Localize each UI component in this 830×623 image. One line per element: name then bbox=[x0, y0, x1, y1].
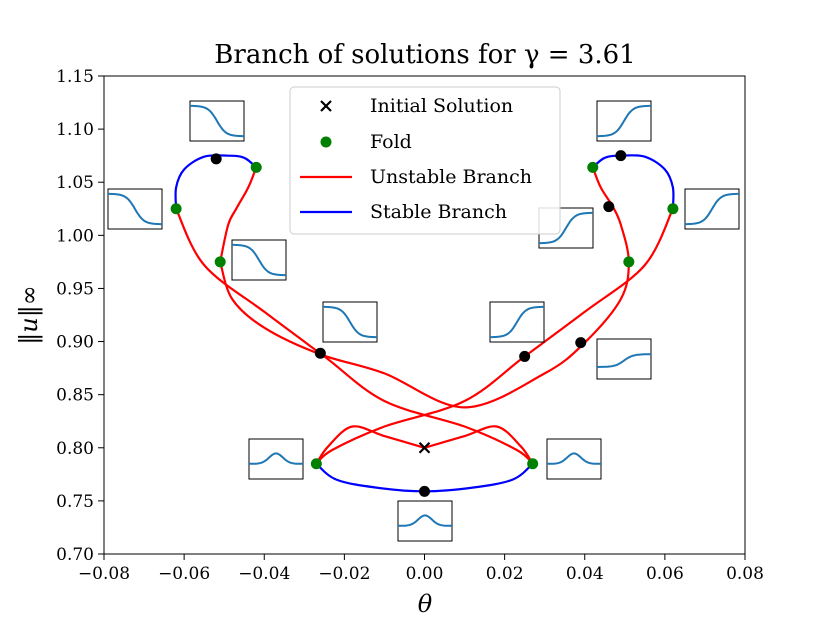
x-tick-label: 0.06 bbox=[646, 564, 684, 584]
x-tick-label: 0.02 bbox=[486, 564, 524, 584]
unstable-branch-curve bbox=[423, 425, 534, 465]
y-tick-label: 0.70 bbox=[56, 545, 94, 565]
solution-inset bbox=[596, 100, 652, 142]
branch-curves bbox=[174, 154, 675, 493]
x-tick-label: −0.04 bbox=[238, 564, 290, 584]
inset-profile-line bbox=[323, 305, 377, 339]
solution-inset bbox=[231, 239, 287, 281]
unstable-branch-curve bbox=[175, 207, 534, 465]
y-axis-label: ‖u‖∞ bbox=[15, 285, 44, 344]
chart-title: Branch of solutions for γ = 3.61 bbox=[214, 40, 635, 70]
inset-profile-line bbox=[398, 514, 452, 527]
x-tick-label: −0.02 bbox=[318, 564, 370, 584]
x-tick-label: 0.08 bbox=[726, 564, 764, 584]
inset-profile-line bbox=[249, 452, 303, 465]
y-tick-label: 1.05 bbox=[56, 173, 94, 193]
x-tick-label: −0.06 bbox=[158, 564, 210, 584]
solution-insets bbox=[107, 100, 740, 542]
inset-profile-line bbox=[232, 243, 286, 277]
stable-branch-curve bbox=[591, 154, 675, 210]
y-tick-label: 1.00 bbox=[56, 226, 94, 246]
fold-point bbox=[587, 161, 599, 173]
solution-inset bbox=[489, 301, 545, 343]
initial-solution-stroke bbox=[418, 441, 431, 454]
solution-point bbox=[419, 485, 430, 497]
fold-point bbox=[170, 203, 182, 215]
inset-profile-line bbox=[490, 305, 544, 339]
legend-initial-solution-symbol bbox=[320, 100, 332, 112]
axes: −0.08 −0.06 −0.04 −0.02 0.00 0.02 0.04 0.06 0.08… bbox=[56, 67, 764, 584]
fold-point bbox=[310, 458, 322, 470]
solution-inset bbox=[546, 438, 602, 480]
inset-profile-line bbox=[190, 104, 244, 138]
solution-point bbox=[575, 337, 587, 349]
solution-inset bbox=[684, 188, 740, 230]
solution-point bbox=[314, 347, 326, 359]
y-tick-label: 1.15 bbox=[56, 67, 94, 87]
solution-inset bbox=[596, 338, 652, 380]
solution-inset bbox=[189, 100, 245, 142]
fold-point bbox=[623, 256, 635, 268]
solution-point bbox=[210, 153, 222, 165]
inset-profile-line bbox=[597, 353, 651, 368]
inset-frame bbox=[596, 338, 652, 380]
solution-point bbox=[603, 201, 615, 213]
fold-point bbox=[214, 256, 226, 268]
inset-frame bbox=[546, 438, 602, 480]
y-tick-label: 0.85 bbox=[56, 386, 94, 406]
solution-inset bbox=[248, 438, 304, 480]
solution-inset bbox=[397, 500, 453, 542]
inset-profile-line bbox=[108, 192, 162, 226]
solution-inset bbox=[107, 188, 163, 230]
x-axis-label: θ bbox=[418, 590, 433, 618]
stable-branch-curve bbox=[174, 154, 258, 210]
initial-solution-marker bbox=[418, 441, 431, 454]
solution-inset bbox=[322, 301, 378, 343]
legend-label: Fold bbox=[370, 131, 412, 153]
inset-profile-line bbox=[685, 192, 739, 226]
legend-fold-symbol bbox=[320, 136, 332, 148]
solution-point bbox=[519, 350, 531, 362]
inset-frame bbox=[397, 500, 453, 542]
y-tick-label: 0.90 bbox=[56, 333, 94, 353]
y-tick-label: 0.75 bbox=[56, 492, 94, 512]
unstable-branch-curve bbox=[315, 207, 674, 465]
inset-profile-line bbox=[597, 104, 651, 138]
x-tick-label: 0.04 bbox=[566, 564, 604, 584]
legend-label: Initial Solution bbox=[370, 95, 513, 117]
fold-point bbox=[527, 458, 539, 470]
unstable-branch-curve bbox=[219, 166, 258, 263]
solution-point bbox=[615, 150, 627, 162]
x-tick-label: 0.00 bbox=[406, 564, 444, 584]
inset-profile-line bbox=[539, 211, 593, 245]
inset-frame bbox=[248, 438, 304, 480]
legend-box bbox=[289, 86, 561, 235]
fold-point bbox=[250, 161, 262, 173]
y-tick-label: 0.95 bbox=[56, 279, 94, 299]
y-tick-label: 0.80 bbox=[56, 439, 94, 459]
fold-point bbox=[667, 203, 679, 215]
x-tick-label: −0.08 bbox=[78, 564, 130, 584]
markers bbox=[170, 150, 679, 497]
legend-label: Stable Branch bbox=[370, 201, 507, 223]
unstable-branch-curve bbox=[315, 425, 426, 465]
y-tick-label: 1.10 bbox=[56, 120, 94, 140]
unstable-branch-curve bbox=[219, 166, 630, 409]
inset-profile-line bbox=[547, 452, 601, 465]
legend-label: Unstable Branch bbox=[370, 166, 532, 188]
